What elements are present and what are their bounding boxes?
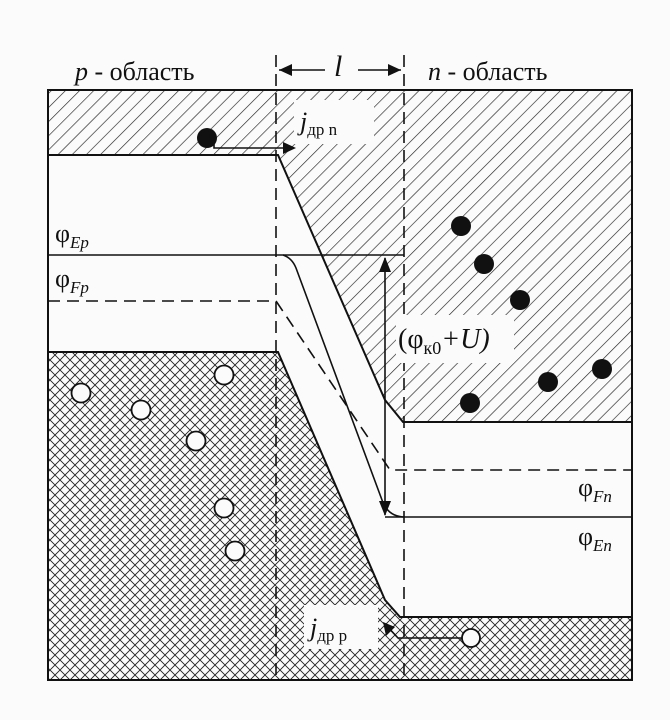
electron-icon	[451, 216, 471, 236]
hole-icon	[213, 364, 235, 386]
j-drift-n-label: jдр n	[297, 107, 338, 139]
electron-icon	[538, 372, 558, 392]
hole-icon	[70, 382, 92, 404]
phi-Fp-line	[48, 300, 632, 471]
barrier-height-arrow	[379, 257, 391, 516]
hole-icon	[185, 430, 207, 452]
phi-Ep-label: φEp	[55, 219, 89, 252]
electron-icon	[197, 128, 217, 148]
electron-icon	[592, 359, 612, 379]
holes	[70, 364, 481, 648]
phi-Fn-label: φFn	[578, 473, 612, 506]
n-region-label: n - область	[428, 57, 548, 86]
j-drift-p-label: jдр p	[307, 613, 347, 645]
electrons	[197, 128, 612, 413]
barrier-height-label: (φк0+U)	[398, 324, 490, 358]
electron-icon	[474, 254, 494, 274]
hole-icon	[461, 628, 481, 648]
p-region-label: p - область	[73, 57, 195, 86]
hole-icon	[130, 399, 152, 421]
hole-icon	[213, 497, 235, 519]
hole-icon	[224, 540, 246, 562]
depletion-width-label: l	[334, 50, 342, 83]
electron-icon	[510, 290, 530, 310]
phi-Ep-line	[48, 254, 632, 518]
width-arrow	[279, 64, 401, 76]
electron-icon	[460, 393, 480, 413]
phi-Fp-label: φFp	[55, 264, 89, 297]
phi-En-label: φEn	[578, 522, 612, 555]
diagram-frame	[47, 89, 633, 681]
